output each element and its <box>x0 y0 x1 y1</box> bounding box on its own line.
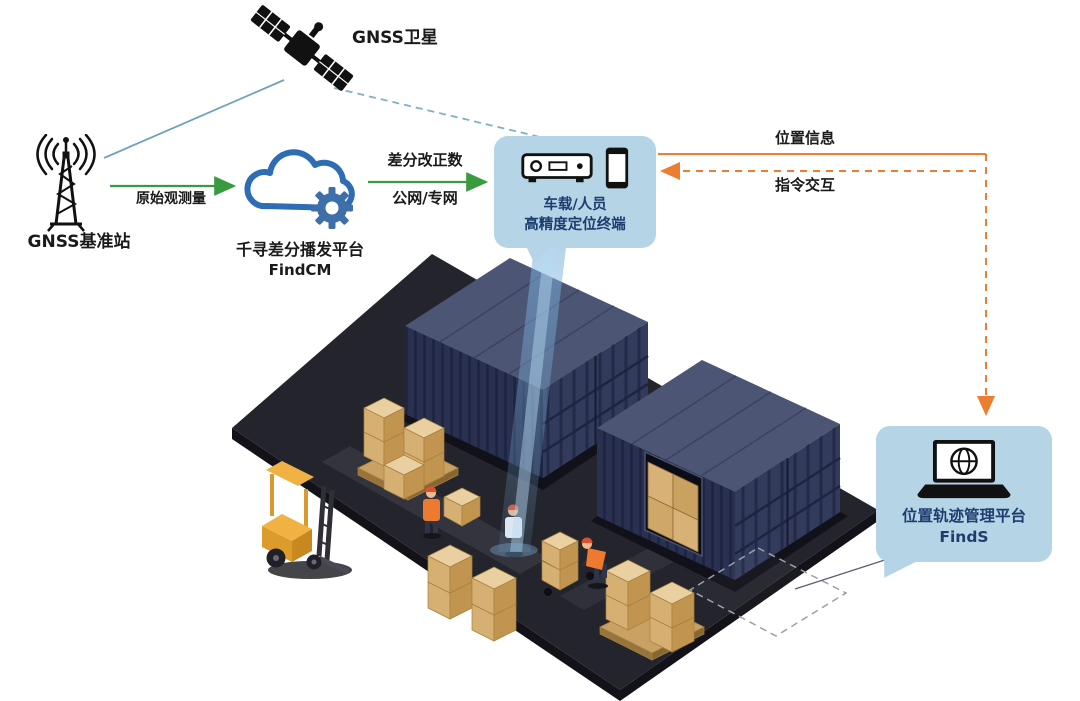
correction-label-line1: 差分改正数 <box>387 151 463 169</box>
floor-marking-dashed <box>688 547 848 637</box>
gnss-satellite-icon <box>246 2 358 98</box>
warehouse-platform <box>232 254 878 701</box>
satellite-label: GNSS卫星 <box>352 28 438 48</box>
command-interaction-label: 指令交互 <box>774 176 835 194</box>
finds-bubble-tail <box>880 556 916 583</box>
pallet-stack-center <box>427 544 517 642</box>
pallet-stack-right <box>599 559 705 661</box>
link-finds-to-scene <box>794 557 892 590</box>
gear-icon <box>311 187 353 229</box>
container-open-door <box>644 450 703 558</box>
cloud-platform-product: FindCM <box>268 261 332 279</box>
cloud-platform-name: 千寻差分播发平台 <box>235 240 364 259</box>
forklift <box>262 461 352 579</box>
shipping-container-1 <box>405 258 649 478</box>
pallet-jack <box>538 531 600 596</box>
vehicle-receiver-icon <box>521 153 593 183</box>
worker-3 <box>581 537 608 589</box>
finds-label-product: FindS <box>939 527 989 546</box>
container-shadows <box>399 410 848 592</box>
single-box <box>443 487 481 527</box>
worker-1 <box>423 486 441 539</box>
terminal-bubble-tail <box>526 246 551 263</box>
terminal-label-line2: 高精度定位终端 <box>524 216 626 233</box>
finds-label-name: 位置轨迹管理平台 <box>901 507 1026 525</box>
finds-bubble: 位置轨迹管理平台 FindS <box>876 426 1052 583</box>
positioning-beam <box>490 247 566 557</box>
correction-label-line2: 公网/专网 <box>392 189 458 207</box>
base-station-label: GNSS基准站 <box>27 232 131 252</box>
shipping-container-2 <box>597 360 841 580</box>
position-info-label: 位置信息 <box>774 129 835 147</box>
cloud-gear-icon <box>236 132 364 240</box>
radio-tower-icon <box>20 133 116 238</box>
laptop-globe-icon <box>917 439 1011 499</box>
link-satellite-to-terminal <box>333 87 541 138</box>
terminal-bubble: 车载/人员 高精度定位终端 <box>494 136 656 263</box>
worker-2 <box>505 504 523 557</box>
raw-observation-label: 原始观测量 <box>136 191 206 207</box>
pallet-stack-left <box>357 397 459 501</box>
terminal-label-line1: 车载/人员 <box>543 197 607 213</box>
smartphone-icon <box>605 147 629 189</box>
